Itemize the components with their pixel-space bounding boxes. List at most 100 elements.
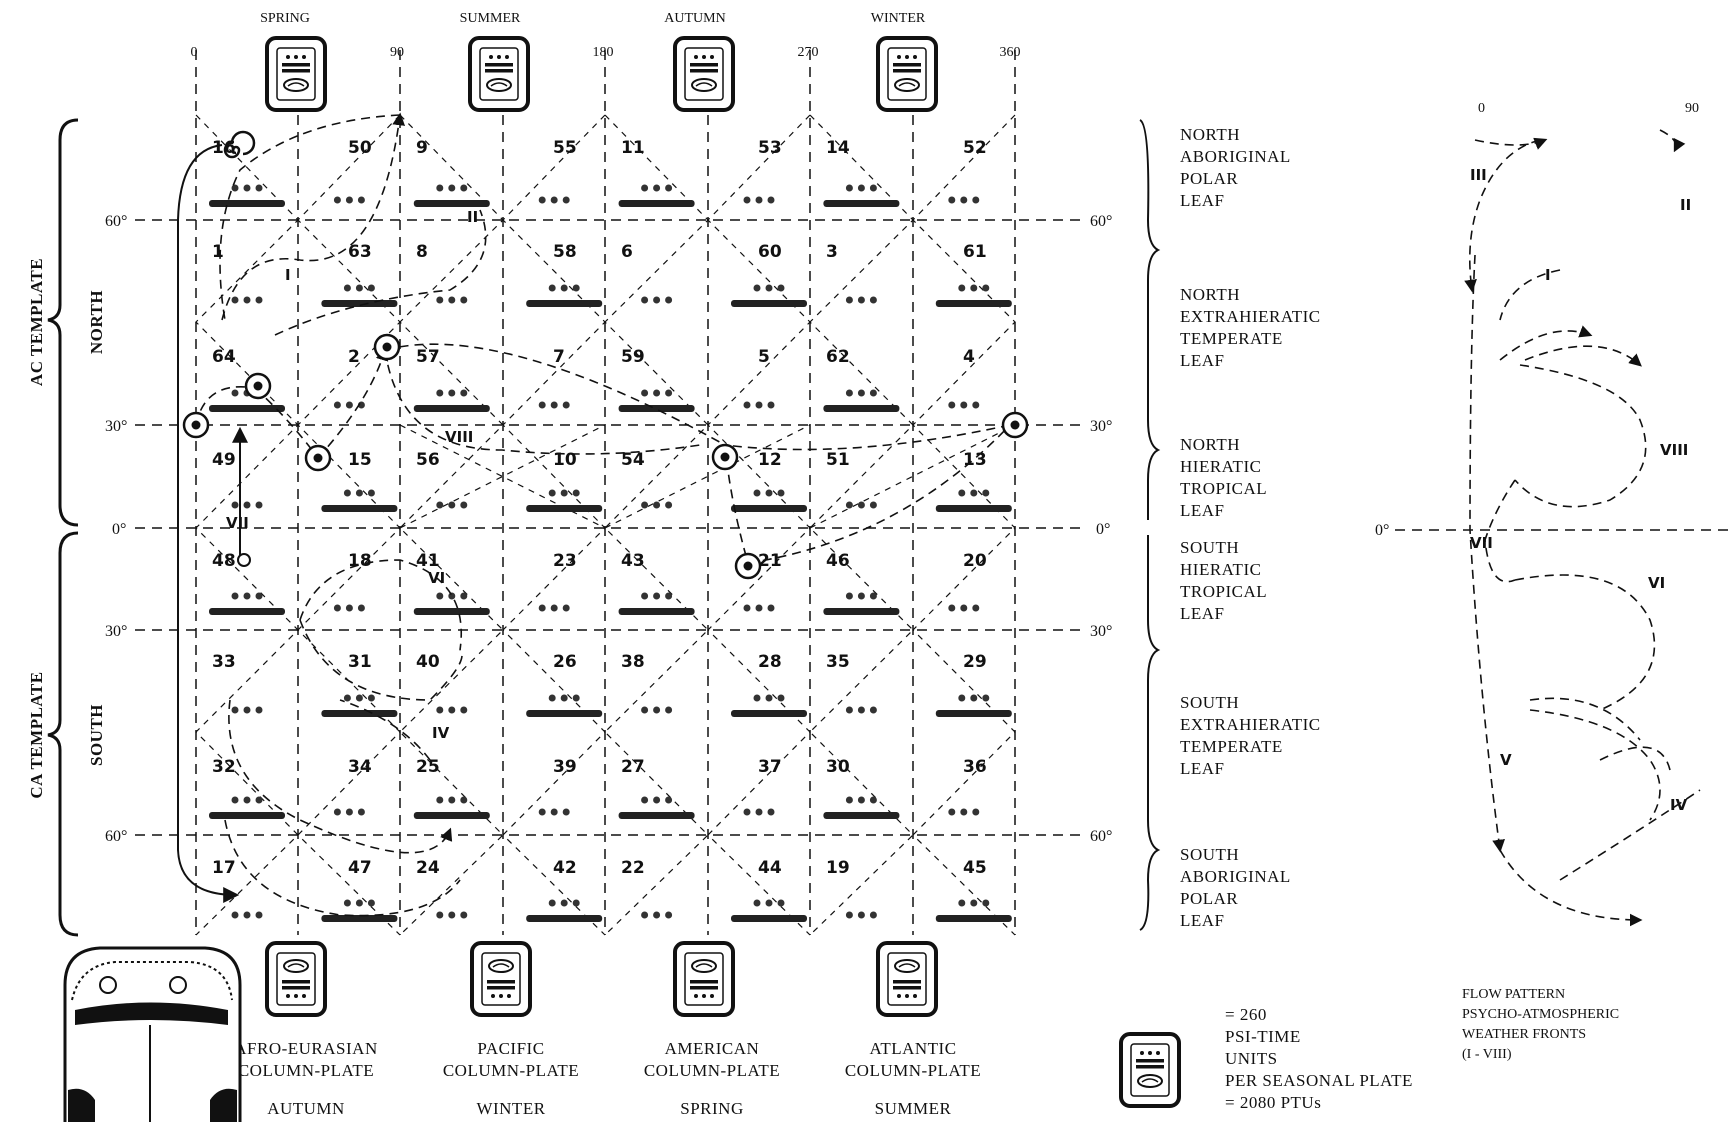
grid-number: 42 bbox=[553, 858, 577, 878]
dot-glyph bbox=[653, 297, 660, 304]
latitude-label-left: 0° bbox=[112, 521, 126, 538]
bar-glyph bbox=[414, 812, 490, 819]
bar-glyph bbox=[414, 405, 490, 412]
dot-glyph bbox=[778, 900, 785, 907]
dot-glyph bbox=[665, 297, 672, 304]
dot-glyph bbox=[448, 707, 455, 714]
dot-glyph bbox=[653, 797, 660, 804]
dot-glyph bbox=[460, 707, 467, 714]
dot-glyph bbox=[653, 593, 660, 600]
grid-number: 2 bbox=[348, 347, 360, 367]
leaf-label-line: LEAF bbox=[1180, 759, 1225, 778]
dot-glyph bbox=[448, 297, 455, 304]
dot-glyph bbox=[665, 185, 672, 192]
dot-glyph bbox=[858, 797, 865, 804]
dot-glyph bbox=[653, 390, 660, 397]
flow-pattern-title: WEATHER FRONTS bbox=[1462, 1027, 1586, 1042]
small-spiral-icon bbox=[238, 554, 250, 566]
circled-dot-icon bbox=[375, 335, 399, 359]
dot-glyph bbox=[356, 285, 363, 292]
dot-glyph bbox=[563, 605, 570, 612]
dot-glyph bbox=[549, 900, 556, 907]
dot-glyph bbox=[244, 912, 251, 919]
dot-glyph bbox=[460, 185, 467, 192]
degree-label: 180 bbox=[593, 45, 614, 60]
latitude-label-right: 60° bbox=[1090, 213, 1112, 230]
dot-glyph bbox=[436, 390, 443, 397]
leaf-label-line: NORTH bbox=[1180, 125, 1240, 144]
dot-glyph bbox=[448, 593, 455, 600]
grid-number: 1 bbox=[212, 242, 224, 262]
dot-glyph bbox=[561, 695, 568, 702]
grid-number: 38 bbox=[621, 652, 645, 672]
dot-glyph bbox=[870, 297, 877, 304]
dot-glyph bbox=[448, 502, 455, 509]
plate-name: COLUMN-PLATE bbox=[443, 1061, 579, 1080]
dot-glyph bbox=[641, 912, 648, 919]
glyph-bars-dots-eye-icon bbox=[878, 38, 936, 110]
leaf-label-line: NORTH bbox=[1180, 435, 1240, 454]
bar-glyph bbox=[526, 505, 602, 512]
dot-glyph bbox=[460, 593, 467, 600]
dot-glyph bbox=[573, 285, 580, 292]
south-brace bbox=[48, 533, 78, 935]
dot-glyph bbox=[256, 707, 263, 714]
dot-glyph bbox=[846, 593, 853, 600]
grid-number: 31 bbox=[348, 652, 372, 672]
north-label: NORTH bbox=[87, 290, 106, 354]
degree-label: 270 bbox=[798, 45, 819, 60]
dot-glyph bbox=[665, 797, 672, 804]
roman-numeral: IV bbox=[432, 724, 450, 742]
flow-roman: VIII bbox=[1660, 441, 1688, 459]
dot-glyph bbox=[232, 593, 239, 600]
dot-glyph bbox=[858, 390, 865, 397]
dot-glyph bbox=[232, 912, 239, 919]
dot-glyph bbox=[334, 197, 341, 204]
flow-roman: III bbox=[1470, 166, 1487, 184]
circled-dot-icon bbox=[184, 413, 208, 437]
dot-glyph bbox=[641, 390, 648, 397]
leaf-label-line: SOUTH bbox=[1180, 845, 1239, 864]
flow-roman: V bbox=[1500, 751, 1512, 769]
roman-numeral: VIII bbox=[445, 428, 473, 446]
leaf-label-line: POLAR bbox=[1180, 169, 1238, 188]
dot-glyph bbox=[232, 185, 239, 192]
dot-glyph bbox=[232, 297, 239, 304]
dot-glyph bbox=[346, 809, 353, 816]
grid-number: 56 bbox=[416, 450, 440, 470]
dot-glyph bbox=[756, 605, 763, 612]
dot-glyph bbox=[870, 797, 877, 804]
dot-glyph bbox=[653, 707, 660, 714]
grid-number: 35 bbox=[826, 652, 850, 672]
grid-number: 52 bbox=[963, 138, 987, 158]
latitude-label-right: 0° bbox=[1096, 521, 1110, 538]
dot-glyph bbox=[244, 185, 251, 192]
grid-number: 33 bbox=[212, 652, 236, 672]
dot-glyph bbox=[549, 695, 556, 702]
grid-number: 25 bbox=[416, 757, 440, 777]
dot-glyph bbox=[334, 402, 341, 409]
leaf-label-line: EXTRAHIERATIC bbox=[1180, 715, 1321, 734]
grid-number: 15 bbox=[348, 450, 372, 470]
dot-glyph bbox=[460, 797, 467, 804]
dot-glyph bbox=[768, 402, 775, 409]
circled-dot-icon bbox=[1003, 413, 1027, 437]
grid-number: 53 bbox=[758, 138, 782, 158]
grid-number: 22 bbox=[621, 858, 645, 878]
dot-glyph bbox=[846, 297, 853, 304]
dot-glyph bbox=[436, 593, 443, 600]
grid-number: 11 bbox=[621, 138, 645, 158]
dot-glyph bbox=[958, 490, 965, 497]
grid-number: 29 bbox=[963, 652, 987, 672]
legend-line: = 2080 PTUs bbox=[1225, 1093, 1321, 1112]
dot-glyph bbox=[970, 285, 977, 292]
bar-glyph bbox=[936, 710, 1012, 717]
grid-number: 36 bbox=[963, 757, 987, 777]
bar-glyph bbox=[414, 200, 490, 207]
bar-glyph bbox=[823, 608, 899, 615]
dot-glyph bbox=[563, 197, 570, 204]
dot-glyph bbox=[641, 593, 648, 600]
legend-line: = 260 bbox=[1225, 1005, 1267, 1024]
dot-glyph bbox=[244, 707, 251, 714]
grid-number: 57 bbox=[416, 347, 440, 367]
